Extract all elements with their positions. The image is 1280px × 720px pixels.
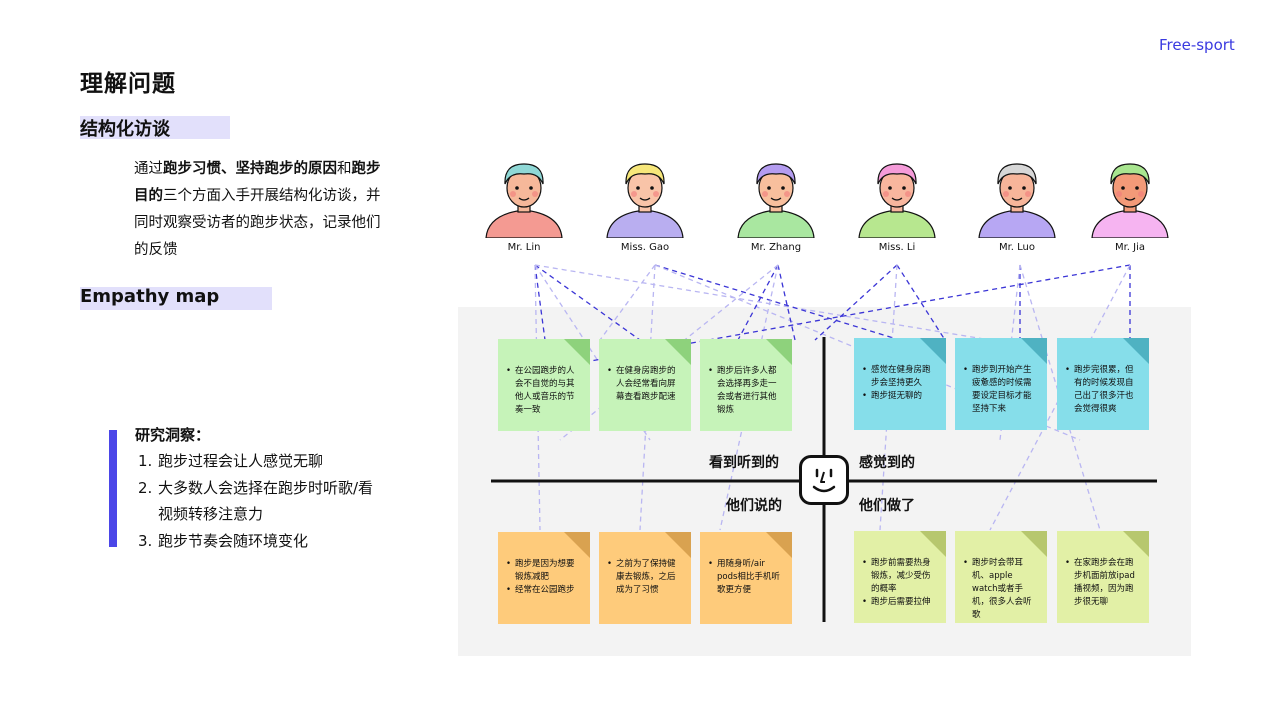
- note-fold-corner: [1123, 531, 1149, 557]
- note-fold-corner: [920, 531, 946, 557]
- note-bullet: 之前为了保持健康去锻炼，之后成为了习惯: [607, 558, 683, 597]
- note-bullet: 跑步时会带耳机、apple watch或者手机，很多人会听歌: [963, 557, 1039, 622]
- persona-card: Mr. Jia: [1085, 158, 1175, 253]
- insight-item-number: 1.: [138, 452, 153, 470]
- note-fold-corner: [564, 532, 590, 558]
- persona-name: Mr. Zhang: [750, 242, 802, 253]
- insight-item-number: 3.: [138, 531, 153, 550]
- intro-bold-purpose: 跑步目的: [134, 161, 381, 204]
- persona-name: Miss. Gao: [620, 242, 670, 253]
- insight-accent-bar: [109, 430, 117, 547]
- quadrant-label-feel: 感觉到的: [859, 455, 915, 471]
- section-heading-empathy-map: Empathy map: [80, 286, 272, 310]
- note-bullet: 跑步后许多人都会选择再多走一会或者进行其他锻炼: [708, 365, 784, 417]
- intro-text-and: 和: [337, 161, 352, 177]
- persona-card: Mr. Luo: [972, 158, 1062, 253]
- brand-logo-text: Free-sport: [1159, 36, 1235, 54]
- insight-item-text: 大多数人会选择在跑步时听歌/看视频转移注意力: [158, 478, 374, 524]
- note-bullet-list: 在公园跑步的人会不自觉的与其他人或音乐的节奏一致: [506, 365, 582, 417]
- note-fold-corner: [1021, 338, 1047, 364]
- quadrant-label-do: 他们做了: [859, 498, 915, 514]
- note-bullet-list: 跑步完很累，但有的时候发现自己出了很多汗也会觉得很爽: [1065, 364, 1141, 416]
- note-bullet-list: 在健身房跑步的人会经常看向屏幕查看跑步配速: [607, 365, 683, 404]
- person-avatar-icon: [858, 163, 936, 238]
- note-bullet-list: 感觉在健身房跑步会坚持更久跑步挺无聊的: [862, 364, 938, 403]
- section-heading-empathy-map-text: Empathy map: [80, 286, 220, 307]
- quadrant-label-see-hear: 看到听到的: [709, 455, 779, 471]
- note-bullet: 跑步是因为想要锻炼减肥: [506, 558, 582, 584]
- quadrant-label-say: 他们说的: [726, 498, 782, 514]
- sticky-note-feel: 感觉在健身房跑步会坚持更久跑步挺无聊的: [854, 338, 946, 430]
- section-heading-structured-interview: 结构化访谈: [80, 116, 230, 140]
- note-bullet: 感觉在健身房跑步会坚持更久: [862, 364, 938, 390]
- smiley-face-icon: [799, 455, 849, 505]
- insight-item-number: 2.: [138, 478, 153, 497]
- sticky-note-say: 用随身听/air pods相比手机听歌更方便: [700, 532, 792, 624]
- note-bullet: 跑步后需要拉伸: [862, 596, 938, 609]
- sticky-note-feel: 跑步到开始产生疲惫感的时候需要设定目标才能坚持下来: [955, 338, 1047, 430]
- persona-name: Mr. Lin: [507, 242, 541, 253]
- note-bullet-list: 用随身听/air pods相比手机听歌更方便: [708, 558, 784, 597]
- insight-item: 3. 跑步节奏会随环境变化: [138, 528, 388, 555]
- note-bullet-list: 跑步是因为想要锻炼减肥经常在公园跑步: [506, 558, 582, 597]
- note-bullet: 在公园跑步的人会不自觉的与其他人或音乐的节奏一致: [506, 365, 582, 417]
- sticky-note-see-hear: 在公园跑步的人会不自觉的与其他人或音乐的节奏一致: [498, 339, 590, 431]
- section-heading-structured-interview-text: 结构化访谈: [80, 119, 170, 140]
- persona-name: Miss. Li: [878, 242, 916, 253]
- insight-item: 2. 大多数人会选择在跑步时听歌/看视频转移注意力: [138, 475, 388, 528]
- note-fold-corner: [665, 532, 691, 558]
- note-bullet: 跑步完很累，但有的时候发现自己出了很多汗也会觉得很爽: [1065, 364, 1141, 416]
- person-avatar-icon: [606, 163, 684, 238]
- note-bullet: 跑步到开始产生疲惫感的时候需要设定目标才能坚持下来: [963, 364, 1039, 416]
- sticky-note-do: 在家跑步会在跑步机面前放ipad播视频，因为跑步很无聊: [1057, 531, 1149, 623]
- insight-list: 1. 跑步过程会让人感觉无聊 2. 大多数人会选择在跑步时听歌/看视频转移注意力 3…: [138, 448, 388, 554]
- note-bullet: 用随身听/air pods相比手机听歌更方便: [708, 558, 784, 597]
- sticky-note-feel: 跑步完很累，但有的时候发现自己出了很多汗也会觉得很爽: [1057, 338, 1149, 430]
- person-avatar-icon: [485, 163, 563, 238]
- note-bullet-list: 跑步后许多人都会选择再多走一会或者进行其他锻炼: [708, 365, 784, 417]
- sticky-note-do: 跑步时会带耳机、apple watch或者手机，很多人会听歌: [955, 531, 1047, 623]
- persona-card: Mr. Lin: [479, 158, 569, 253]
- insight-item-text: 跑步节奏会随环境变化: [158, 531, 309, 550]
- note-bullet-list: 跑步前需要热身锻炼，减少受伤的概率跑步后需要拉伸: [862, 557, 938, 609]
- note-fold-corner: [766, 339, 792, 365]
- persona-name: Mr. Jia: [1114, 242, 1146, 253]
- person-avatar-icon: [1091, 163, 1169, 238]
- note-bullet-list: 之前为了保持健康去锻炼，之后成为了习惯: [607, 558, 683, 597]
- insight-item-text: 跑步过程会让人感觉无聊: [158, 452, 324, 470]
- note-bullet: 在健身房跑步的人会经常看向屏幕查看跑步配速: [607, 365, 683, 404]
- note-fold-corner: [1123, 338, 1149, 364]
- person-avatar-icon: [737, 163, 815, 238]
- note-fold-corner: [1021, 531, 1047, 557]
- sticky-note-do: 跑步前需要热身锻炼，减少受伤的概率跑步后需要拉伸: [854, 531, 946, 623]
- intro-paragraph: 通过跑步习惯、坚持跑步的原因和跑步目的三个方面入手开展结构化访谈，并同时观察受访…: [134, 156, 384, 264]
- insight-title: 研究洞察：: [135, 426, 211, 444]
- note-fold-corner: [766, 532, 792, 558]
- note-fold-corner: [564, 339, 590, 365]
- note-bullet: 经常在公园跑步: [506, 584, 582, 597]
- note-bullet: 跑步前需要热身锻炼，减少受伤的概率: [862, 557, 938, 596]
- intro-text-rest: 三个方面入手开展结构化访谈，并同时观察受访者的跑步状态，记录他们的反馈: [134, 188, 381, 258]
- sticky-note-say: 跑步是因为想要锻炼减肥经常在公园跑步: [498, 532, 590, 624]
- page-title: 理解问题: [80, 71, 176, 97]
- note-bullet-list: 跑步到开始产生疲惫感的时候需要设定目标才能坚持下来: [963, 364, 1039, 416]
- persona-name: Mr. Luo: [998, 242, 1036, 253]
- note-bullet-list: 跑步时会带耳机、apple watch或者手机，很多人会听歌: [963, 557, 1039, 622]
- note-fold-corner: [665, 339, 691, 365]
- persona-card: Mr. Zhang: [731, 158, 821, 253]
- sticky-note-see-hear: 跑步后许多人都会选择再多走一会或者进行其他锻炼: [700, 339, 792, 431]
- intro-bold-habits: 跑步习惯、坚持跑步的原因: [163, 161, 337, 177]
- note-bullet-list: 在家跑步会在跑步机面前放ipad播视频，因为跑步很无聊: [1065, 557, 1141, 609]
- sticky-note-see-hear: 在健身房跑步的人会经常看向屏幕查看跑步配速: [599, 339, 691, 431]
- persona-card: Miss. Gao: [600, 158, 690, 253]
- persona-card: Miss. Li: [852, 158, 942, 253]
- note-bullet: 在家跑步会在跑步机面前放ipad播视频，因为跑步很无聊: [1065, 557, 1141, 609]
- person-avatar-icon: [978, 163, 1056, 238]
- note-bullet: 跑步挺无聊的: [862, 390, 938, 403]
- intro-text-pre: 通过: [134, 161, 163, 177]
- sticky-note-say: 之前为了保持健康去锻炼，之后成为了习惯: [599, 532, 691, 624]
- insight-item: 1. 跑步过程会让人感觉无聊: [138, 448, 388, 475]
- note-fold-corner: [920, 338, 946, 364]
